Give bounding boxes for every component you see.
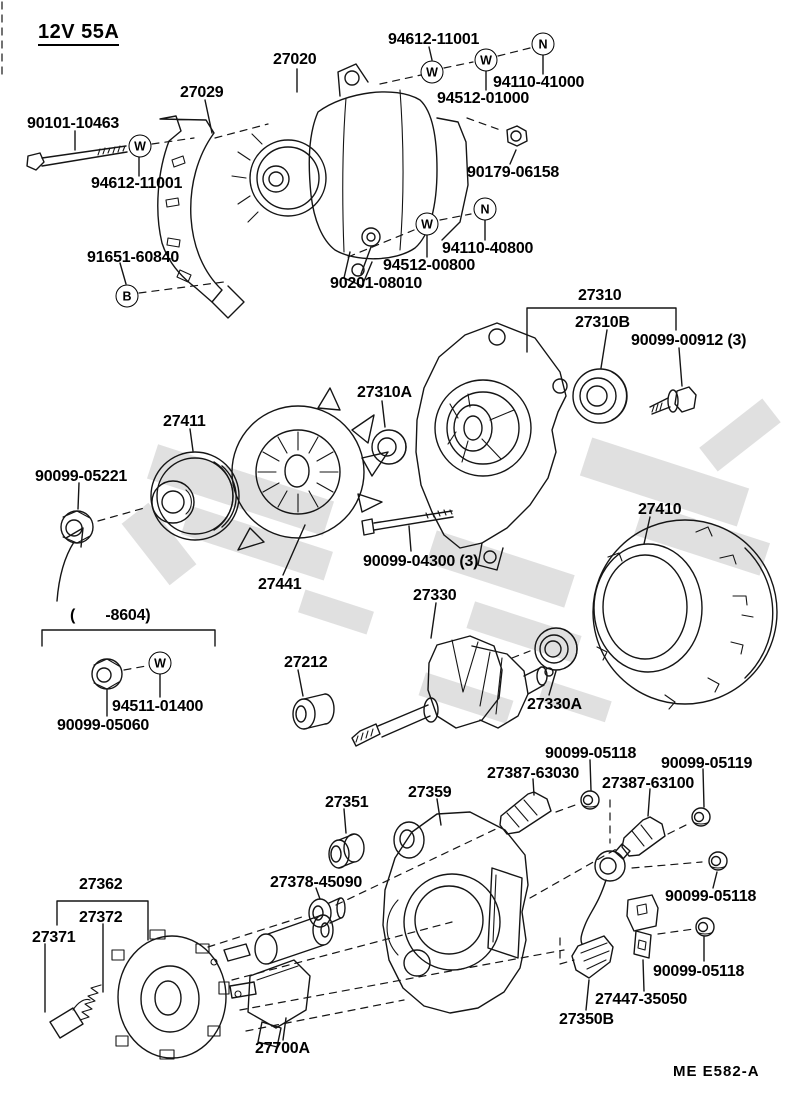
- battery-terminal-and-lead-drawing: [580, 843, 631, 945]
- part-label-27372: 27372: [79, 909, 123, 926]
- part-label-90099-05221: 90099-05221: [35, 468, 128, 485]
- part-label-27447-35050: 27447-35050: [595, 991, 688, 1008]
- part-label-27441: 27441: [258, 576, 302, 593]
- part-label-27330: 27330: [413, 587, 457, 604]
- figure-code: ME E582-A: [673, 1063, 760, 1080]
- drive-end-frame-drawing: [415, 322, 568, 571]
- pulley-nut-drawing: [56, 482, 149, 602]
- rear-bracket-drawing: [382, 798, 529, 1014]
- part-label-27700A: 27700A: [255, 1040, 310, 1057]
- flanged-nuts-drawing: [580, 759, 728, 962]
- frame-bearing-drawing: [572, 368, 628, 424]
- mount-bolt-drawing: [26, 130, 128, 171]
- brush-spring-27372-drawing: [79, 984, 102, 1021]
- washer-marker: W: [128, 134, 152, 158]
- part-label-27410: 27410: [638, 501, 682, 518]
- part-label-27212: 27212: [284, 654, 328, 671]
- part-label-27351: 27351: [325, 794, 369, 811]
- part-label-27310: 27310: [578, 287, 622, 304]
- part-label-27411: 27411: [163, 413, 206, 430]
- bushing-27351-drawing: [328, 808, 365, 869]
- drive-end-cover-drawing: [157, 99, 245, 319]
- part-label-90099-05119: 90099-05119: [661, 755, 753, 772]
- stator-drawing: [592, 516, 778, 710]
- part-label-94110-41000: 94110-41000: [493, 74, 585, 91]
- part-label-27378-45090: 27378-45090: [270, 874, 363, 891]
- date-bracket-and-nut: [41, 629, 216, 717]
- part-label-90099-05118-a: 90099-05118: [545, 745, 637, 762]
- pulley-drawing: [150, 428, 240, 541]
- part-label-94512-00800: 94512-00800: [383, 257, 476, 274]
- collar-spacer-drawing: [371, 400, 407, 465]
- part-label-90099-05118-c: 90099-05118: [653, 963, 745, 980]
- bolt-marker: B: [115, 284, 139, 308]
- part-label-90099-04300: 90099-04300 (3): [363, 553, 479, 570]
- part-label-90099-05118-b: 90099-05118: [665, 888, 757, 905]
- alternator-assembly-drawing: [231, 63, 469, 287]
- part-label-27387-63030: 27387-63030: [487, 765, 580, 782]
- terminal-plug-63030-drawing: [499, 778, 552, 835]
- through-bolt-drawing: [361, 509, 454, 552]
- bottom-label-brackets: [44, 900, 149, 1013]
- terminal-plug-63100-drawing: [621, 788, 666, 857]
- part-label-94512-01000: 94512-01000: [437, 90, 530, 107]
- rear-frame-bracket-lines: [526, 307, 683, 387]
- part-label-90201-08010: 90201-08010: [330, 275, 423, 292]
- part-label-27387-63100: 27387-63100: [602, 775, 695, 792]
- brush-holder-27362-drawing: [111, 929, 257, 1060]
- bottom-assembly-dashed-lines: [207, 799, 703, 1032]
- washer-marker: W: [415, 212, 439, 236]
- part-label-27350B: 27350B: [559, 1011, 614, 1028]
- terminal-bracket-27447: [626, 894, 659, 992]
- part-label-27362: 27362: [79, 876, 123, 893]
- date-range-label: ( -8604): [70, 607, 151, 624]
- washer-marker: W: [420, 60, 444, 84]
- part-label-90179-06158: 90179-06158: [467, 164, 560, 181]
- brush-drawing-27212: [292, 669, 335, 730]
- brush-27371-drawing: [49, 998, 91, 1039]
- part-label-27310A: 27310A: [357, 384, 412, 401]
- part-label-94511-01400: 94511-01400: [112, 698, 204, 715]
- part-label-94612-11001-top: 94612-11001: [388, 31, 480, 48]
- part-label-27020: 27020: [273, 51, 317, 68]
- top-assembly-dashed-lines: [138, 47, 531, 294]
- washer-marker: W: [474, 48, 498, 72]
- part-label-91651-60840: 91651-60840: [87, 249, 180, 266]
- part-label-27330A: 27330A: [527, 696, 582, 713]
- rotor-bearing-drawing: [534, 627, 578, 696]
- regulator-27700A-drawing: [247, 914, 334, 1048]
- part-label-90101-10463: 90101-10463: [27, 115, 120, 132]
- bearing-retainer-bolt-drawing: [649, 386, 697, 415]
- part-label-27310B: 27310B: [575, 314, 630, 331]
- part-label-27371: 27371: [32, 929, 76, 946]
- part-label-90099-00912: 90099-00912 (3): [631, 332, 747, 349]
- part-label-94110-40800: 94110-40800: [442, 240, 534, 257]
- fan-drawing: [231, 387, 389, 576]
- nut-marker: N: [531, 32, 555, 56]
- lead-wire-connector-27350B: [571, 935, 614, 1011]
- part-label-94612-11001-left: 94612-11001: [91, 175, 183, 192]
- part-label-90099-05060: 90099-05060: [57, 717, 150, 734]
- part-label-27359: 27359: [408, 784, 452, 801]
- part-label-27029: 27029: [180, 84, 224, 101]
- top-hardware-drawing: [119, 46, 544, 285]
- spec-title: 12V 55A: [38, 22, 120, 46]
- nut-marker: N: [473, 197, 497, 221]
- rotor-drawing: [351, 602, 554, 747]
- washer-marker: W: [148, 651, 172, 675]
